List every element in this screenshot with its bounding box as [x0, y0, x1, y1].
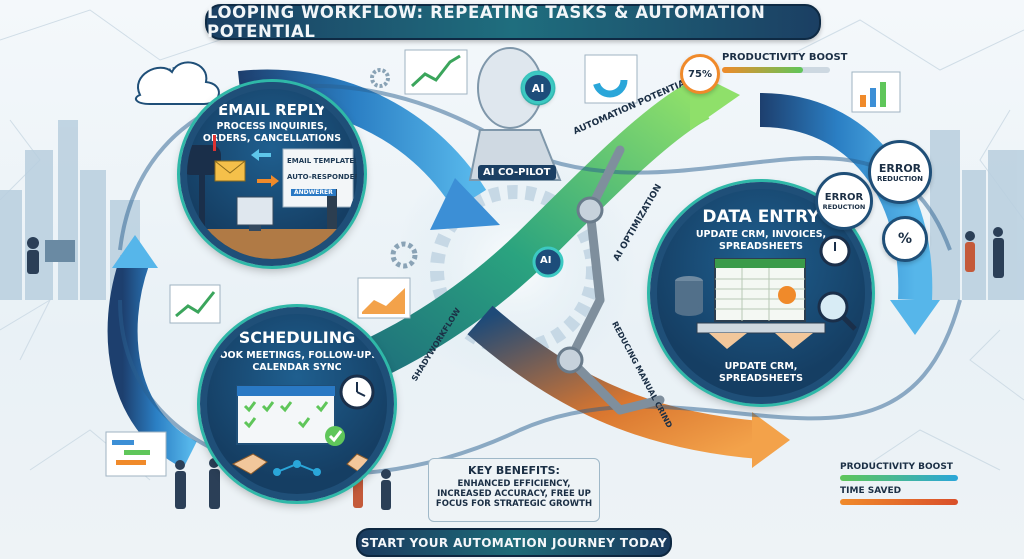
- chart-card-icon: [584, 54, 638, 104]
- error-reduction-1-line1: ERROR: [878, 161, 922, 175]
- scheduling-circle: SCHEDULING BOOK MEETINGS, FOLLOW-UPS, CA…: [200, 307, 394, 501]
- email-reply-circle: EMAIL REPLY PROCESS INQUIRIES, ORDERS, C…: [180, 82, 364, 266]
- benefits-line-2: INCREASED ACCURACY, FREE UP: [437, 489, 591, 499]
- time-saved-bar: [840, 499, 958, 505]
- gear-icon: [370, 68, 390, 88]
- productivity-percent-badge: 75%: [680, 54, 720, 94]
- envelope-icon: [214, 160, 246, 182]
- gantt-card-icon: [105, 431, 167, 477]
- title-banner: LOOPING WORKFLOW: REPEATING TASKS & AUTO…: [205, 3, 821, 41]
- benefits-heading: KEY BENEFITS:: [468, 464, 560, 477]
- person-icon: [27, 237, 75, 274]
- error-reduction-2-line2: REDUCTION: [822, 202, 866, 211]
- data-entry-subtitle-1: UPDATE CRM, INVOICES,: [695, 229, 827, 240]
- email-subtitle-1: PROCESS INQUIRIES,: [216, 121, 328, 132]
- chart-card-icon: [169, 284, 221, 324]
- percent-badge: %: [882, 216, 928, 262]
- city-skyline-right: [930, 130, 1024, 300]
- chart-card-icon: [851, 71, 901, 113]
- loop-arrow-orange: [467, 305, 762, 459]
- time-saved-label: TIME SAVED: [840, 486, 902, 496]
- checkmark-icon: [325, 426, 345, 446]
- productivity-bottom-bar: [840, 475, 958, 481]
- cta-text: START YOUR AUTOMATION JOURNEY TODAY: [360, 535, 668, 550]
- page-title: LOOPING WORKFLOW: REPEATING TASKS & AUTO…: [207, 3, 766, 41]
- chart-card-icon: [357, 277, 411, 319]
- error-reduction-badge-1: ERROR REDUCTION: [868, 140, 932, 204]
- data-entry-circle: DATA ENTRY UPDATE CRM, INVOICES, SPREADS…: [650, 182, 872, 404]
- chart-card-icon: [404, 49, 468, 95]
- key-benefits-box: KEY BENEFITS: ENHANCED EFFICIENCY, INCRE…: [428, 458, 600, 522]
- error-reduction-1-line2: REDUCTION: [877, 174, 923, 183]
- ai-head-label: AI: [531, 81, 545, 95]
- benefits-line-1: ENHANCED EFFICIENCY,: [457, 479, 571, 489]
- scheduling-subtitle-1: BOOK MEETINGS, FOLLOW-UPS,: [212, 350, 382, 361]
- email-panel-line-2: AUTO-RESPONDERS: [287, 173, 364, 181]
- email-panel-line-1: EMAIL TEMPLATES: [287, 157, 360, 165]
- magnifier-icon: [817, 291, 857, 331]
- cloud-icon: [134, 61, 220, 105]
- handshake-icon: [231, 453, 378, 477]
- error-reduction-badge-2: ERROR REDUCTION: [815, 172, 873, 230]
- benefits-line-3: FOCUS FOR STRATEGIC GROWTH: [435, 499, 593, 509]
- productivity-top-track: [722, 67, 830, 73]
- cta-banner: START YOUR AUTOMATION JOURNEY TODAY: [356, 528, 672, 557]
- productivity-top-label: PRODUCTIVITY BOOST: [722, 52, 848, 63]
- data-entry-title: DATA ENTRY: [702, 207, 820, 227]
- data-entry-scene: [675, 235, 857, 349]
- loop-arrow-left: [107, 254, 198, 469]
- mailbox-icon: [187, 135, 221, 235]
- percent-symbol: %: [897, 231, 913, 247]
- error-reduction-2-line1: ERROR: [824, 191, 864, 203]
- gear-icon: [390, 241, 418, 269]
- clock-icon: [339, 374, 375, 410]
- email-scene: [187, 135, 357, 259]
- ai-copilot-label: AI CO-PILOT: [478, 165, 556, 180]
- email-panel-line-3: ANDWERER: [291, 189, 336, 196]
- scheduling-title: SCHEDULING: [238, 328, 356, 347]
- ai-center-label: AI: [540, 255, 552, 266]
- productivity-percent: 75%: [688, 68, 712, 80]
- email-subtitle-2: ORDERS, CANCELLATIONS: [202, 133, 342, 144]
- ai-head-badge: AI: [522, 72, 554, 104]
- data-entry-subtitle-2: SPREADSHEETS: [719, 241, 803, 252]
- data-entry-bottom-1: UPDATE CRM,: [724, 361, 798, 372]
- laptop-icon: [696, 322, 826, 349]
- productivity-bottom-label: PRODUCTIVITY BOOST: [840, 462, 953, 472]
- scheduling-subtitle-2: CALENDAR SYNC: [252, 362, 342, 373]
- database-icon: [675, 276, 703, 316]
- spreadsheet-icon: [714, 258, 806, 322]
- email-title: EMAIL REPLY: [217, 101, 327, 119]
- calendar-icon: [236, 385, 336, 445]
- productivity-top-fill: [722, 67, 803, 73]
- person-icon: [965, 227, 1004, 278]
- scheduling-scene: [231, 374, 378, 477]
- data-entry-bottom-2: SPREADSHEETS: [719, 373, 803, 384]
- clock-icon: [819, 235, 851, 267]
